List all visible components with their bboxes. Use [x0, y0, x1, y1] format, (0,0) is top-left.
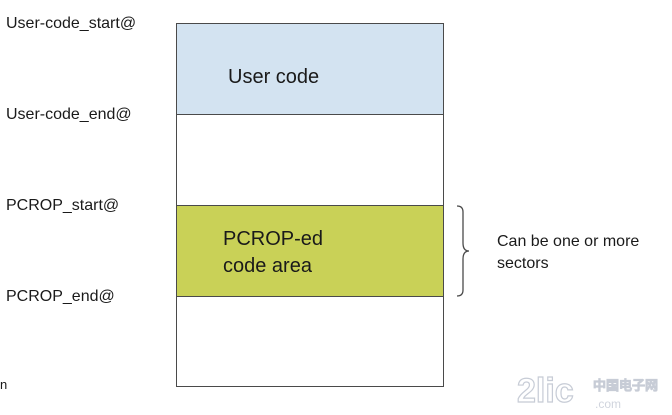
cropped-text-fragment: n — [0, 377, 8, 392]
pcrop-area-line2: code area — [223, 255, 312, 277]
user-code-block: User code — [176, 23, 444, 114]
label-pcrop-end: PCROP_end@ — [6, 288, 115, 305]
curly-brace-icon — [456, 205, 470, 297]
pcrop-area-line1: PCROP-ed — [223, 228, 324, 250]
annotation-line1: Can be one or more — [497, 233, 640, 250]
svg-text:2lic: 2lic — [517, 372, 574, 410]
svg-text:中国电子网: 中国电子网 — [593, 378, 658, 394]
annotation-line2: sectors — [497, 255, 549, 273]
pcrop-code-area-block: PCROP-ed code area — [176, 205, 444, 296]
label-user-code-start: User-code_start@ — [6, 15, 137, 32]
unused-region-2 — [176, 296, 444, 387]
user-code-text: User code — [228, 66, 320, 88]
sector-annotation: Can be one or more sectors — [497, 231, 639, 276]
unused-region-1 — [176, 114, 444, 205]
label-pcrop-start: PCROP_start@ — [6, 197, 120, 214]
watermark-logo-icon: 2lic 中国电子网 .com — [516, 371, 658, 411]
svg-text:.com: .com — [595, 397, 621, 411]
label-user-code-end: User-code_end@ — [6, 106, 132, 123]
pcrop-area-text: PCROP-ed code area — [223, 226, 323, 280]
